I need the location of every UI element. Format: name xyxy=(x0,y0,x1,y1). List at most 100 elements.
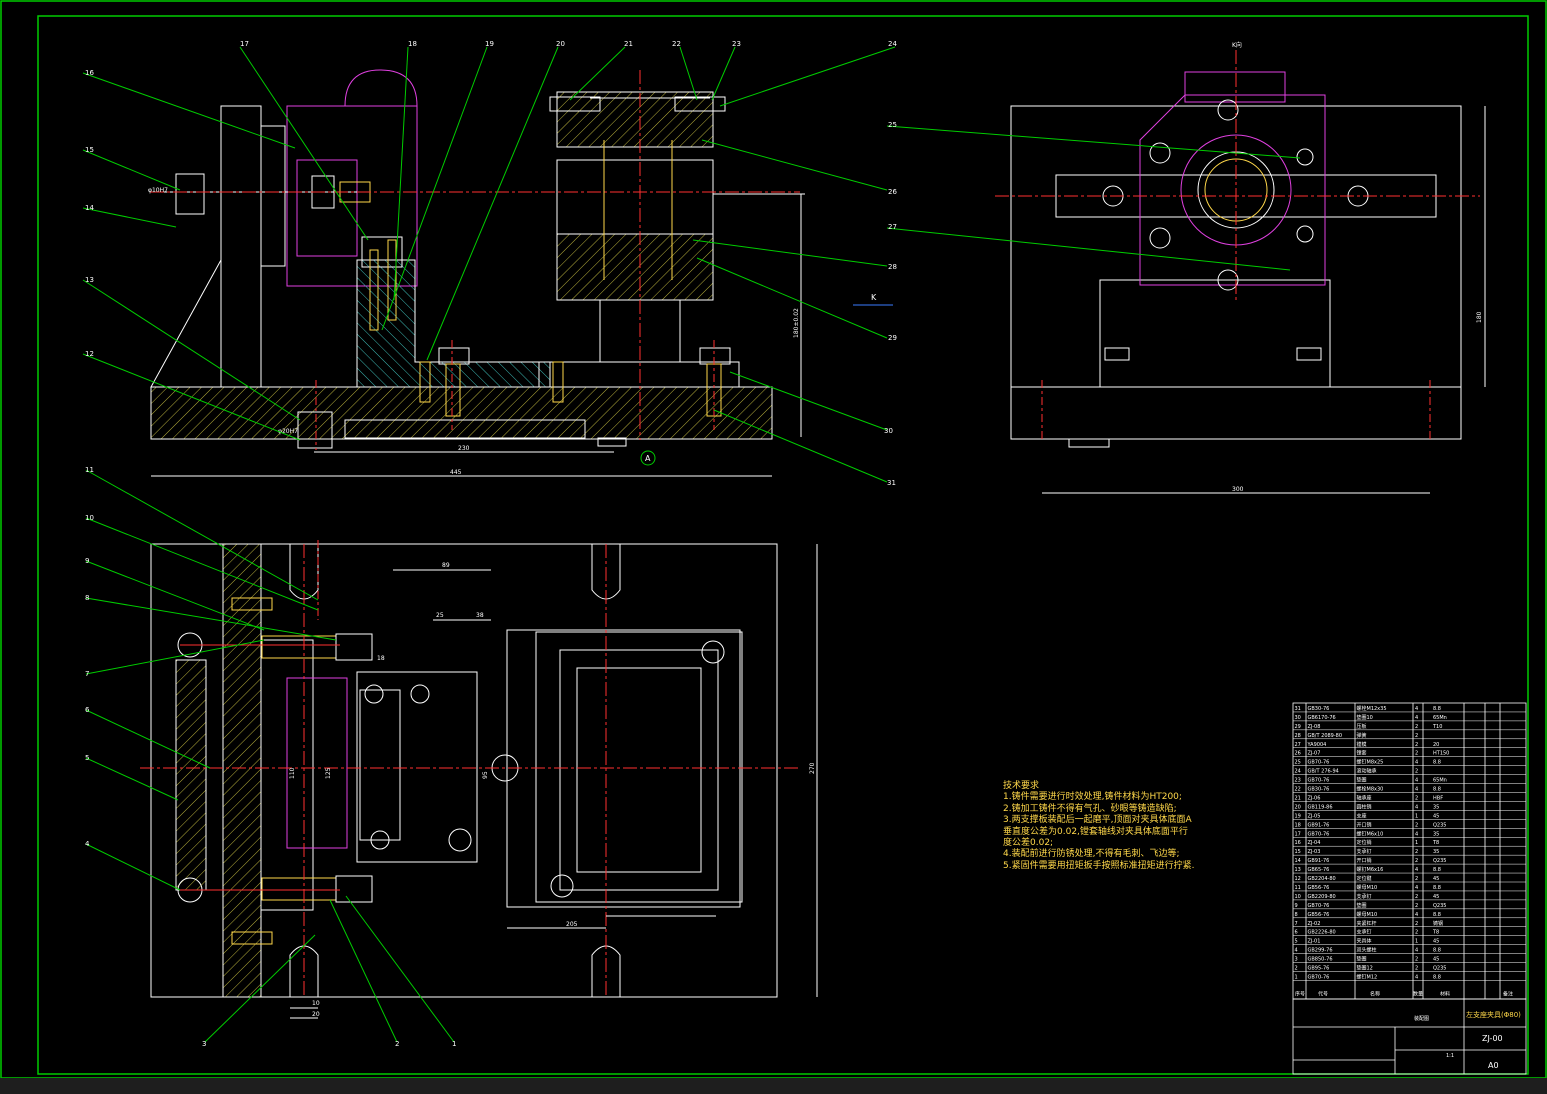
bom-cell: GB299-76 xyxy=(1308,948,1333,954)
bom-cell: 24 xyxy=(1295,769,1301,775)
bom-cell: 轴承座 xyxy=(1357,794,1372,801)
bom-cell: 铸钢 xyxy=(1433,920,1443,927)
bom-cell: 1 xyxy=(1415,840,1418,846)
bom-cell: GB56-76 xyxy=(1308,912,1330,918)
bom-cell: 螺母M10 xyxy=(1357,884,1378,891)
bom-cell: 2 xyxy=(1415,724,1418,730)
bom-cell: GB30-76 xyxy=(1308,706,1330,712)
part-number: 1 xyxy=(452,1040,456,1048)
bom-cell: 16 xyxy=(1295,840,1301,846)
side-view xyxy=(995,50,1486,494)
bom-cell: 2 xyxy=(1415,769,1418,775)
bom-cell: 17 xyxy=(1295,831,1301,837)
datum-label: A xyxy=(645,454,651,463)
bom-cell: GB70-76 xyxy=(1308,831,1330,837)
bom-cell: GB850-76 xyxy=(1308,957,1333,963)
bom-cell: 镗模 xyxy=(1357,741,1367,748)
tech-line: 度公差0.02; xyxy=(1003,838,1054,849)
bom-cell: 1 xyxy=(1415,813,1418,819)
part-number: 14 xyxy=(85,204,94,212)
bom-cell: 45 xyxy=(1433,939,1439,945)
bom-header-cell: 序号 xyxy=(1295,990,1305,997)
bom-cell: GB91-76 xyxy=(1308,822,1330,828)
drawing-code: ZJ-00 xyxy=(1482,1034,1503,1043)
bom-cell: 8.8 xyxy=(1433,706,1441,712)
part-number: 16 xyxy=(85,69,94,77)
bom-cell: 8 xyxy=(1295,912,1298,918)
bom-cell: 4 xyxy=(1415,804,1418,810)
dim-18: 18 xyxy=(377,655,385,662)
bom-cell: 压板 xyxy=(1357,723,1367,730)
bom-cell: 镗套 xyxy=(1357,750,1367,757)
dim-89: 89 xyxy=(442,562,450,569)
bom-cell: 35 xyxy=(1433,831,1439,837)
part-number: 5 xyxy=(85,754,89,762)
bom-cell: 8.8 xyxy=(1433,787,1441,793)
bom-cell: 2 xyxy=(1415,903,1418,909)
bom-cell: GB119-86 xyxy=(1308,804,1333,810)
bom-header-cell: 代号 xyxy=(1318,990,1328,997)
bom-cell: Q235 xyxy=(1433,822,1446,828)
dim-300: 300 xyxy=(1232,486,1244,493)
bom-cell: 夹具体 xyxy=(1357,938,1372,945)
bom-cell: 21 xyxy=(1295,795,1301,801)
bom-cell: 2 xyxy=(1415,930,1418,936)
part-number: 4 xyxy=(85,840,90,848)
view-label-k: K向 xyxy=(1232,41,1242,49)
bom-cell: 4 xyxy=(1415,948,1418,954)
bom-cell: 23 xyxy=(1295,778,1301,784)
top-view xyxy=(140,540,818,1019)
bom-cell: 支承钉 xyxy=(1357,929,1372,936)
part-number: 18 xyxy=(408,40,417,48)
bom-cell: HT150 xyxy=(1433,751,1449,757)
drawing-scale: 1:1 xyxy=(1446,1053,1454,1059)
tech-line: 4.装配前进行防锈处理,不得有毛刺、飞边等; xyxy=(1003,849,1180,860)
bom-cell: 螺钉M6x16 xyxy=(1357,866,1384,873)
bom-cell: 31 xyxy=(1295,706,1301,712)
bom-cell: ZJ-02 xyxy=(1308,921,1321,927)
bom-cell: 35 xyxy=(1433,849,1439,855)
part-number: 20 xyxy=(556,40,565,48)
bom-cell: 2 xyxy=(1415,742,1418,748)
bom-cell: 夹紧杠杆 xyxy=(1357,920,1377,927)
bom-cell: 35 xyxy=(1433,804,1439,810)
dim-270: 270 xyxy=(809,762,816,774)
bom-cell: 3 xyxy=(1295,957,1298,963)
bom-cell: 1 xyxy=(1415,939,1418,945)
bom-cell: 29 xyxy=(1295,724,1301,730)
bom-cell: 2 xyxy=(1415,921,1418,927)
bom-cell: 2 xyxy=(1415,849,1418,855)
bom-cell: GB6170-76 xyxy=(1308,715,1336,721)
bom-cell: ZJ-03 xyxy=(1308,849,1321,855)
part-labels: 16 15 14 13 12 17 18 19 20 21 22 23 24 2… xyxy=(85,40,897,1048)
drawing-assembly: 装配图 xyxy=(1414,1015,1429,1022)
bom-cell: 4 xyxy=(1415,867,1418,873)
bom-cell: 4 xyxy=(1415,778,1418,784)
bom-cell: GB70-76 xyxy=(1308,903,1330,909)
drawing-size: A0 xyxy=(1488,1061,1499,1070)
bom-cell: GB95-76 xyxy=(1308,966,1330,972)
tech-title: 技术要求 xyxy=(1003,781,1040,791)
bom-cell: 螺钉M6x10 xyxy=(1357,830,1384,837)
bom-cell: 垫圈 xyxy=(1357,956,1367,963)
bom-cell: 11 xyxy=(1295,885,1301,891)
bom-cell: 45 xyxy=(1433,957,1439,963)
bom-cell: 19 xyxy=(1295,813,1301,819)
part-number: 21 xyxy=(624,40,633,48)
bom-cell: 27 xyxy=(1295,742,1301,748)
inner-frame xyxy=(37,15,1529,1075)
part-number: 7 xyxy=(85,670,89,678)
bom-cell: 14 xyxy=(1295,858,1301,864)
view-arrow-label: K xyxy=(871,293,877,302)
bom-cell: 圆柱销 xyxy=(1357,803,1372,810)
bom-header-cell: 备注 xyxy=(1503,990,1513,997)
bom-cell: GB2226-80 xyxy=(1308,930,1336,936)
bom-cell: 2 xyxy=(1415,733,1418,739)
bom-cell: 定位键 xyxy=(1357,875,1372,882)
bom-cell: T8 xyxy=(1432,840,1439,846)
bom-cell: 螺钉M8x25 xyxy=(1357,759,1384,766)
dim-125: 125 xyxy=(325,767,332,779)
part-number: 30 xyxy=(884,427,893,435)
bom-cell: 支承钉 xyxy=(1357,893,1372,900)
